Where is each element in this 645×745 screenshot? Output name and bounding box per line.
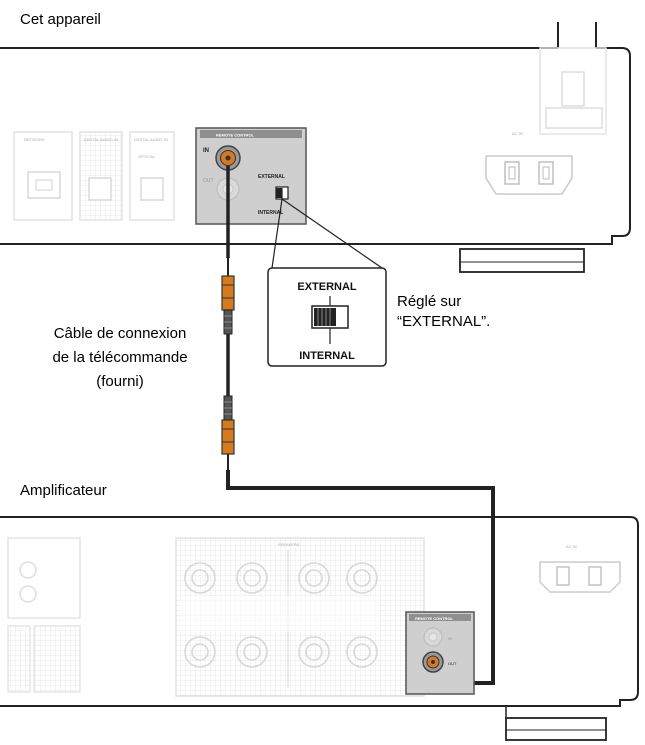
svg-text:OUT: OUT <box>203 178 214 184</box>
ac-inlet-top: AC IN <box>485 131 573 195</box>
remote-panel-top: REMOTE CONTROL IN OUT EXTERNAL INTERNAL <box>195 127 307 225</box>
ac-inlet-bottom: AC IN <box>539 544 621 593</box>
svg-text:NETWORK: NETWORK <box>24 137 45 142</box>
top-device-chassis <box>0 47 631 245</box>
svg-text:OUT: OUT <box>448 661 457 666</box>
switch-callout: EXTERNAL INTERNAL <box>267 267 387 367</box>
svg-text:REMOTE CONTROL: REMOTE CONTROL <box>216 133 255 138</box>
port-digital-coaxial: DIGITAL AUDIO IN <box>79 131 123 221</box>
port-network: NETWORK <box>13 131 73 221</box>
svg-text:SPEAKERS: SPEAKERS <box>278 542 300 547</box>
svg-text:EXTERNAL: EXTERNAL <box>258 174 285 180</box>
top-device-foot <box>459 248 585 273</box>
svg-text:IN: IN <box>448 636 452 641</box>
ac-plug-top <box>539 22 607 135</box>
svg-text:IN: IN <box>203 148 209 154</box>
bottom-left-ports <box>7 537 81 693</box>
remote-panel-bottom: REMOTE CONTROL IN OUT <box>405 611 475 695</box>
callout-note-line2: “EXTERNAL”. <box>397 313 490 330</box>
svg-text:DIGITAL AUDIO IN: DIGITAL AUDIO IN <box>134 137 168 142</box>
svg-text:REMOTE CONTROL: REMOTE CONTROL <box>415 616 454 621</box>
svg-text:AC IN: AC IN <box>512 131 523 136</box>
cable-label-line2: de la télécommande <box>52 349 187 366</box>
svg-text:EXTERNAL: EXTERNAL <box>297 281 357 293</box>
cable-label-line1: Câble de connexion <box>54 325 187 342</box>
svg-text:OPTICAL: OPTICAL <box>138 154 156 159</box>
svg-text:AC IN: AC IN <box>566 544 577 549</box>
bottom-device-title: Amplificateur <box>20 482 107 499</box>
bottom-device-chassis <box>0 516 639 707</box>
bottom-device-foot <box>505 717 607 741</box>
svg-text:INTERNAL: INTERNAL <box>299 350 355 362</box>
port-digital-optical: DIGITAL AUDIO IN OPTICAL <box>129 131 175 221</box>
callout-lines <box>271 188 383 269</box>
svg-text:INTERNAL: INTERNAL <box>258 210 283 216</box>
top-device-title: Cet appareil <box>20 11 101 28</box>
cable-label-line3: (fourni) <box>96 373 144 390</box>
svg-text:DIGITAL AUDIO IN: DIGITAL AUDIO IN <box>84 137 118 142</box>
speaker-terminals: SPEAKERS <box>175 537 425 697</box>
callout-note-line1: Réglé sur <box>397 293 461 310</box>
